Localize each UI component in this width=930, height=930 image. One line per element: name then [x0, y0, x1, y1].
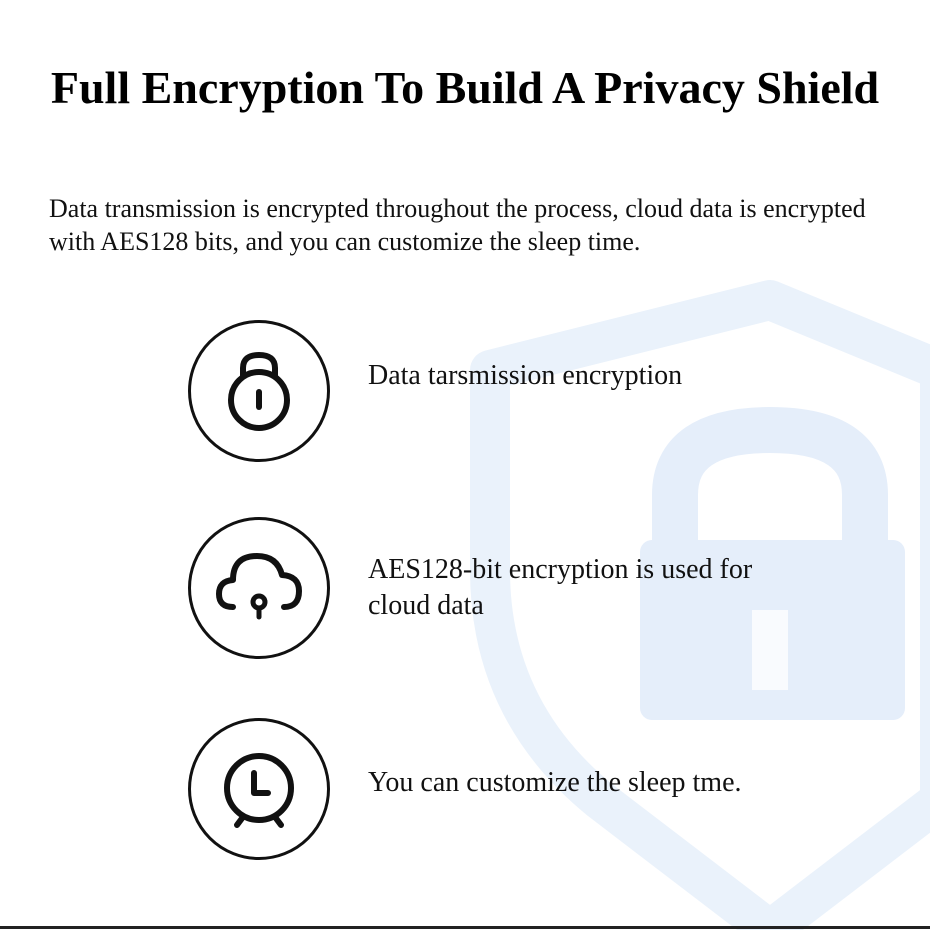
page-description: Data transmission is encrypted throughou… [49, 194, 866, 256]
alarm-clock-icon-circle [188, 718, 330, 860]
feature-text-transmission: Data tarsmission encryption [368, 360, 683, 391]
cloud-lock-icon-circle [188, 517, 330, 659]
feature-text-sleep: You can customize the sleep tme. [368, 767, 742, 798]
cloud-lock-icon [216, 553, 302, 620]
lock-icon [228, 351, 290, 431]
alarm-clock-icon [224, 753, 294, 828]
lock-icon-circle [188, 320, 330, 462]
feature-text-cloud: AES128-bit encryption is used for cloud … [368, 554, 753, 621]
page-title: Full Encryption To Build A Privacy Shiel… [50, 62, 880, 113]
bottom-divider [0, 926, 930, 929]
shield-lock-watermark-icon [470, 280, 930, 930]
